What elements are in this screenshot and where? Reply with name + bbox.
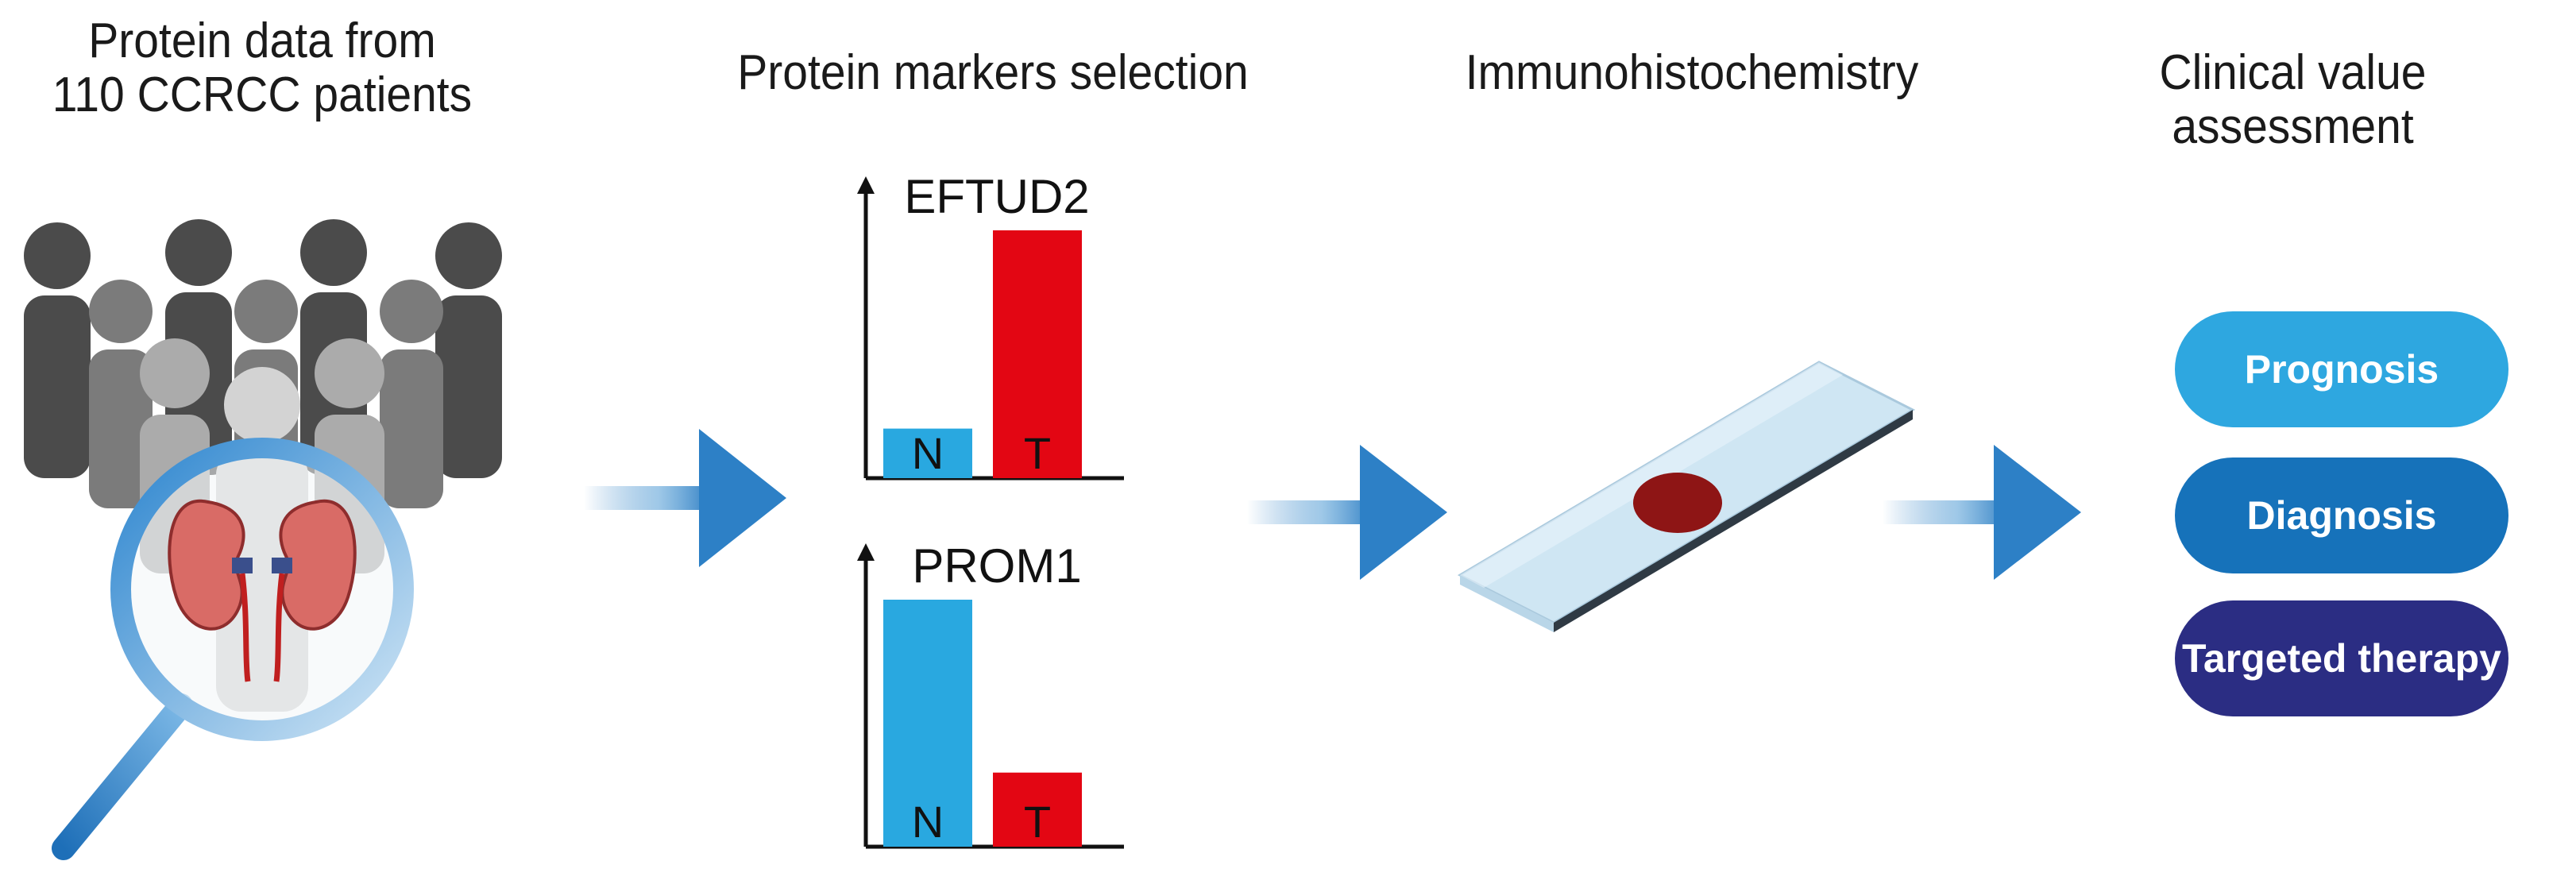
bar-t xyxy=(993,772,1082,847)
stage-title-selection: Protein markers selection xyxy=(737,45,1249,100)
bar-label-n: N xyxy=(912,428,944,478)
arrow-right-icon xyxy=(1247,445,1447,580)
bar-n xyxy=(883,600,972,847)
bar-n xyxy=(883,428,972,478)
stage-title-clinical: Clinical value assessment xyxy=(2159,45,2427,154)
bar-t xyxy=(993,230,1082,478)
chart-title: EFTUD2 xyxy=(904,170,1089,223)
chart-title: PROM1 xyxy=(912,539,1081,593)
bar-label-n: N xyxy=(912,797,944,847)
outcome-diagnosis: Diagnosis xyxy=(2175,458,2508,573)
y-axis-arrowhead xyxy=(857,176,875,194)
tissue-section xyxy=(1633,473,1722,533)
bar-label-t: T xyxy=(1024,797,1051,847)
stage-title-ihc: Immunohistochemistry xyxy=(1465,45,1919,100)
outcome-prognosis: Prognosis xyxy=(2175,311,2508,427)
stage-title-patients: Protein data from 110 CCRCC patients xyxy=(52,14,473,122)
kidney-icon xyxy=(168,499,357,682)
bar-label-t: T xyxy=(1024,428,1051,478)
arrow-right-icon xyxy=(584,429,786,567)
outcome-targeted-therapy: Targeted therapy xyxy=(2175,600,2508,716)
y-axis-arrowhead xyxy=(857,543,875,561)
arrow-right-icon xyxy=(1883,445,2081,580)
microscope-slide-icon xyxy=(1457,361,1916,632)
